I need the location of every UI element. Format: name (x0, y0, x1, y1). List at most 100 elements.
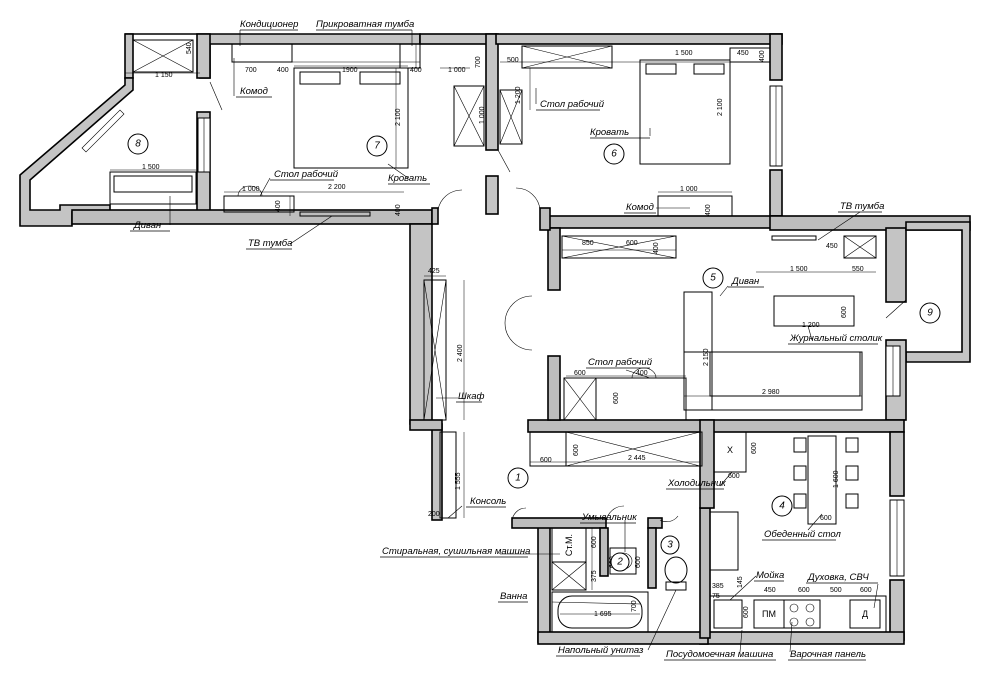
dim-label: 400 (395, 204, 402, 216)
label-toilet: Напольный унитаз (558, 645, 644, 656)
dim-label: 600 (613, 392, 620, 404)
dim-label: 1 000 (479, 106, 486, 124)
dim-label: 375 (591, 570, 598, 582)
dim-label: 400 (410, 67, 422, 74)
dim-label: 1 555 (455, 472, 462, 490)
room-number: 1 (515, 473, 521, 484)
label-sink: Мойка (756, 570, 784, 581)
dim-label: 2 400 (457, 344, 464, 362)
dim-label: 1 500 (675, 50, 693, 57)
fridge-mark: X (727, 445, 733, 455)
doors (209, 81, 907, 523)
label-dishwasher: Посудомоечная машина (666, 649, 773, 660)
dim-label: 450 (764, 587, 776, 594)
label-air-conditioner: Кондиционер (240, 19, 298, 30)
oven-mark: Д (862, 609, 868, 619)
dim-label: 450 (826, 243, 838, 250)
room-number: 5 (710, 273, 716, 284)
label-dresser-1: Комод (240, 86, 268, 97)
dim-label: 600 (743, 606, 750, 618)
dim-label: 600 (573, 444, 580, 456)
label-washbasin: Умывальник (581, 512, 637, 523)
dim-label: 1 000 (448, 67, 466, 74)
dim-label: 600 (540, 457, 552, 464)
label-bathtub: Ванна (500, 591, 527, 602)
dim-label: 400 (277, 67, 289, 74)
dim-label: 1900 (342, 67, 358, 74)
dim-label: 400 (759, 50, 766, 62)
label-tv-stand-2: ТВ тумба (840, 201, 884, 212)
dim-label: 600 (798, 587, 810, 594)
dim-label: 500 (830, 587, 842, 594)
room-number: 8 (135, 139, 141, 150)
label-bed-1: Кровать (388, 173, 427, 184)
label-wardrobe: Шкаф (458, 391, 485, 402)
dim-label: 1 600 (833, 470, 840, 488)
dimension-lines (110, 44, 886, 615)
dim-label: 700 (245, 67, 257, 74)
label-dresser-2: Комод (626, 202, 654, 213)
dim-label: 2 200 (328, 184, 346, 191)
dim-label: 75 (712, 593, 720, 600)
dim-label: 600 (860, 587, 872, 594)
dim-label: 1 695 (594, 611, 612, 618)
label-washer-dryer: Стиральная, сушильная машина (382, 546, 530, 557)
dim-label: 500 (507, 57, 519, 64)
appliance-marks: Ст.М. ПМ Д X (564, 445, 868, 619)
room-markers: 8 7 6 5 9 1 4 2 3 (127, 133, 941, 572)
dim-label: 600 (841, 306, 848, 318)
label-hob: Варочная панель (790, 649, 866, 660)
dim-label: 850 (582, 240, 594, 247)
dim-label: 400 (275, 200, 282, 212)
dim-label: 2 100 (395, 108, 402, 126)
dim-label: 1 000 (242, 186, 260, 193)
dim-label: 145 (737, 576, 744, 588)
dim-label: 1 500 (142, 164, 160, 171)
walls (19, 33, 971, 645)
dim-label: 1 200 (802, 322, 820, 329)
dim-label: 425 (428, 268, 440, 275)
label-desk-1: Стол рабочий (540, 99, 605, 110)
leader-lines (169, 30, 879, 653)
label-sofa-1: Диван (133, 220, 162, 231)
windows (81, 85, 905, 577)
dim-label: 600 (728, 473, 740, 480)
dim-label: 1 000 (680, 186, 698, 193)
dim-label: 400 (705, 204, 712, 216)
label-desk-3: Стол рабочий (588, 357, 653, 368)
dim-label: 1 200 (515, 86, 522, 104)
dim-label: 1 500 (790, 266, 808, 273)
dim-label: 400 (636, 370, 648, 377)
room-number: 6 (611, 149, 617, 160)
dim-label: 540 (186, 42, 193, 54)
label-sofa-2: Диван (731, 276, 760, 287)
dim-label: 2 150 (703, 348, 710, 366)
room-number: 3 (667, 540, 673, 551)
label-console: Консоль (470, 496, 506, 507)
dim-label: 600 (626, 240, 638, 247)
dim-label: 385 (712, 583, 724, 590)
dim-label: 1 150 (155, 72, 173, 79)
dim-label: 2 100 (717, 98, 724, 116)
room-number: 7 (374, 141, 380, 152)
label-tv-stand-1: ТВ тумба (248, 238, 292, 249)
room-number: 4 (779, 501, 785, 512)
dim-label: 400 (653, 242, 660, 254)
dim-label: 600 (820, 515, 832, 522)
label-bed-2: Кровать (590, 127, 629, 138)
dim-label: 2 980 (762, 389, 780, 396)
washer-mark: Ст.М. (564, 534, 574, 556)
dim-label: 700 (475, 56, 482, 68)
dim-label: 700 (631, 600, 638, 612)
dim-label: 600 (635, 556, 642, 568)
furniture-labels: Кондиционер Прикроватная тумба Комод Сто… (130, 19, 884, 661)
label-nightstand: Прикроватная тумба (316, 19, 414, 30)
dim-label: 2 445 (628, 455, 646, 462)
dim-label: 550 (852, 266, 864, 273)
dim-label: 600 (591, 536, 598, 548)
dishwasher-mark: ПМ (762, 609, 776, 619)
dim-label: 200 (428, 511, 440, 518)
dim-label: 600 (751, 442, 758, 454)
room-number: 9 (927, 308, 933, 319)
